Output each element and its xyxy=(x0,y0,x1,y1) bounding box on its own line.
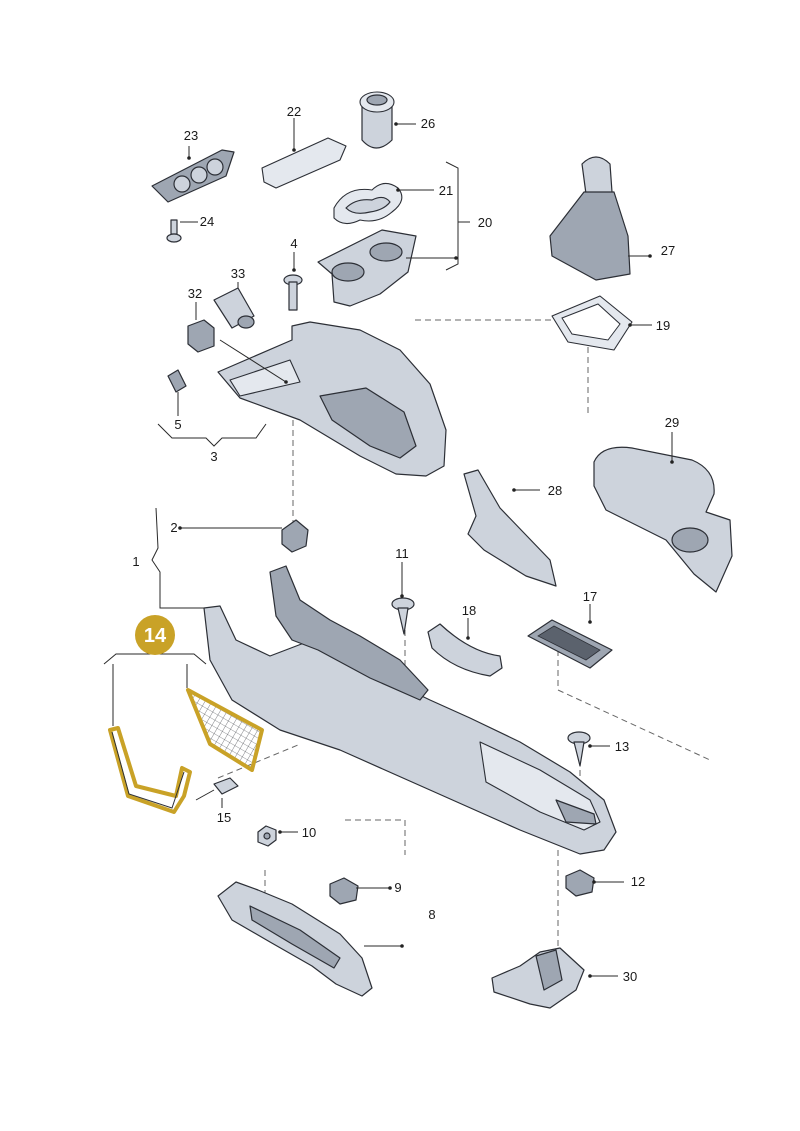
part-19-boot-frame xyxy=(551,295,633,351)
callout-20: 20 xyxy=(478,215,492,230)
part-14-badge[interactable]: 14 xyxy=(135,615,175,655)
callout-27: 27 xyxy=(661,243,675,258)
part-14-side-trim-highlighted xyxy=(108,726,192,814)
part-23-switch-panel xyxy=(151,149,235,203)
part-24-screw xyxy=(166,219,182,243)
callout-33: 33 xyxy=(231,266,245,281)
part-8-bracket xyxy=(217,881,373,997)
callout-19: 19 xyxy=(656,318,670,333)
part-18-insert xyxy=(427,623,503,677)
callout-3: 3 xyxy=(210,449,217,464)
callout-13: 13 xyxy=(615,739,629,754)
part-4-screw xyxy=(283,274,303,311)
callout-23: 23 xyxy=(184,128,198,143)
callout-5: 5 xyxy=(174,417,181,432)
callout-22: 22 xyxy=(287,104,301,119)
part-2-clip xyxy=(281,519,309,553)
callout-11: 11 xyxy=(395,546,409,561)
part-14-badge-label: 14 xyxy=(144,625,167,647)
part-33-socket xyxy=(213,287,255,329)
part-10-nut xyxy=(257,825,277,847)
callout-8: 8 xyxy=(428,907,435,922)
part-20-cup-holder xyxy=(317,229,417,307)
callout-26: 26 xyxy=(421,116,435,131)
callout-30: 30 xyxy=(623,969,637,984)
callout-4: 4 xyxy=(290,236,297,251)
part-29-armrest xyxy=(593,446,733,593)
leader-lines xyxy=(103,118,673,977)
callout-labels: 1 2 3 4 5 8 9 10 11 12 13 15 17 18 19 20… xyxy=(132,104,679,984)
callout-10: 10 xyxy=(302,825,316,840)
callout-1: 1 xyxy=(132,554,139,569)
part-15-rivet xyxy=(195,777,239,801)
part-9-clip xyxy=(329,877,359,905)
callout-32: 32 xyxy=(188,286,202,301)
part-32-connector xyxy=(187,319,215,353)
callout-9: 9 xyxy=(394,880,401,895)
callout-21: 21 xyxy=(439,183,453,198)
callout-18: 18 xyxy=(462,603,476,618)
part-27-gear-knob-boot xyxy=(549,156,631,281)
callout-17: 17 xyxy=(583,589,597,604)
part-5-clip xyxy=(167,369,187,393)
callout-29: 29 xyxy=(665,415,679,430)
part-14-storage-net-highlighted xyxy=(186,688,264,772)
part-30-rear-bracket xyxy=(491,947,585,1009)
part-28-side-trim xyxy=(463,469,557,587)
part-22-cover-strip xyxy=(261,137,347,189)
part-1-center-console xyxy=(203,565,617,855)
part-17-mat xyxy=(527,619,613,669)
part-13-screw xyxy=(567,731,591,767)
callout-15: 15 xyxy=(217,810,231,825)
part-12-clip xyxy=(565,869,595,897)
part-21-gasket xyxy=(333,182,403,225)
callout-28: 28 xyxy=(548,483,562,498)
part-11-screw xyxy=(391,597,415,635)
leader-dots xyxy=(178,122,674,978)
callout-2: 2 xyxy=(170,520,177,535)
callout-12: 12 xyxy=(631,874,645,889)
part-26-cup-insert xyxy=(359,91,395,149)
callout-24: 24 xyxy=(200,214,214,229)
part-3-upper-trim xyxy=(217,321,447,477)
